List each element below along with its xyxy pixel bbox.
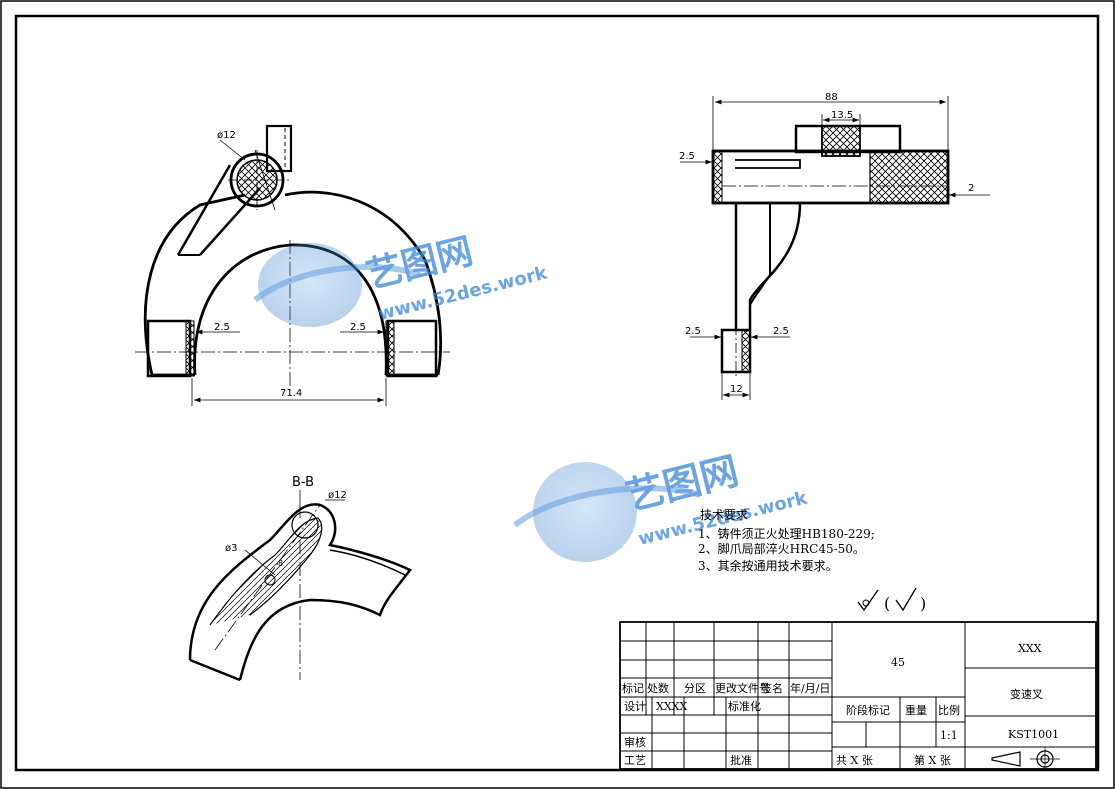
part-name: 变速叉 <box>1010 687 1043 701</box>
front-right-thk-label: 2.5 <box>350 322 366 333</box>
title-block-text: 标记 处数 分区 更改文件号 签名 年/月/日 设计 XXXX 标准化 审核 工… <box>622 642 1059 767</box>
sheet-no: 第 X 张 <box>914 753 951 767</box>
side-foot-width-label: 12 <box>730 384 743 395</box>
surface-roughness-symbol <box>857 587 917 612</box>
roughness-check-icon <box>857 589 879 612</box>
tech-req-item: 1、铸件须正火处理HB180-229; <box>698 526 875 541</box>
process-label: 工艺 <box>624 754 646 767</box>
roughness-paren-close: ) <box>920 594 926 613</box>
section-title: B-B <box>292 475 314 490</box>
tech-req-title: 技术要求 <box>700 508 748 522</box>
company-name: XXX <box>1018 642 1042 655</box>
tech-req-item: 3、其余按通用技术要求。 <box>698 558 838 573</box>
front-width-label: 71.4 <box>280 388 302 399</box>
hdr-zone: 分区 <box>684 682 706 695</box>
side-slot-label: 13.5 <box>831 110 853 121</box>
weight-label: 重量 <box>905 703 927 717</box>
review-label: 审核 <box>624 735 646 749</box>
watermark-1: 艺图网 www.52des.work <box>253 231 550 327</box>
section-bb-view <box>188 490 412 682</box>
drawing-number: KST1001 <box>1008 728 1059 741</box>
front-dia-label: ø12 <box>217 130 236 141</box>
side-view <box>680 96 990 400</box>
hdr-date: 年/月/日 <box>790 681 830 695</box>
section-small-dia-label: ø3 <box>225 543 237 554</box>
standard-label: 标准化 <box>728 699 761 713</box>
scale-label: 比例 <box>938 703 960 717</box>
side-overall-label: 88 <box>825 92 838 103</box>
front-left-thk-label: 2.5 <box>214 322 230 333</box>
roughness-paren-open: ( <box>884 594 890 613</box>
hdr-mark: 标记 <box>622 681 644 695</box>
tech-requirements: 技术要求 1、铸件须正火处理HB180-229; 2、脚爪局部淬火HRC45-5… <box>698 508 875 573</box>
inner-border <box>14 14 1100 772</box>
hdr-sign: 签名 <box>761 681 783 695</box>
stage-label: 阶段标记 <box>846 703 890 717</box>
projection-symbol-icon <box>991 747 1060 769</box>
side-right-thk-label: 2 <box>968 183 974 194</box>
approve-label: 批准 <box>730 753 752 767</box>
tech-req-item: 2、脚爪局部淬火HRC45-50。 <box>698 541 865 556</box>
front-view <box>135 124 450 406</box>
title-block <box>619 621 1097 770</box>
design-label: 设计 <box>624 700 646 713</box>
designer-name: XXXX <box>656 700 687 713</box>
roughness-check-icon <box>895 587 917 612</box>
scale-value: 1:1 <box>940 729 958 742</box>
material: 45 <box>891 656 905 669</box>
sheets-total: 共 X 张 <box>836 754 873 767</box>
section-dia-label: ø12 <box>328 490 347 501</box>
side-foot-right-label: 2.5 <box>773 326 789 337</box>
hdr-docno: 更改文件号 <box>715 681 770 695</box>
side-foot-left-label: 2.5 <box>685 326 701 337</box>
section-hole-label: 8 <box>278 559 283 568</box>
globe-logo-icon <box>533 462 637 562</box>
globe-logo-icon <box>258 243 362 327</box>
side-top-thk-label: 2.5 <box>679 151 695 162</box>
hdr-count: 处数 <box>647 682 669 695</box>
